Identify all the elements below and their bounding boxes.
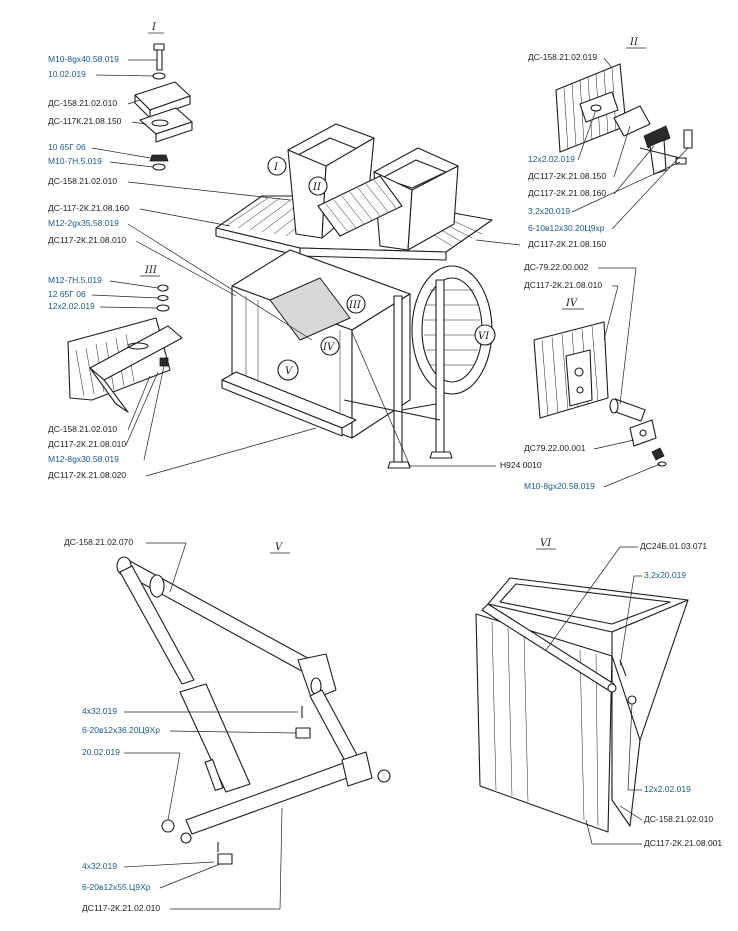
callout-III: III xyxy=(346,294,366,314)
view-V-title: V xyxy=(275,542,284,553)
label-guard-160: ДС-117-2К.21.08.160 xyxy=(48,203,129,213)
view-III-title: III xyxy=(144,265,158,276)
label-box-010-iii: ДС117-2К.21.08.010 xyxy=(48,439,126,449)
label-part-158-070: ДС-158.21.02.070 xyxy=(64,537,133,547)
label-bracket-158: ДС-158.21.02.010 xyxy=(48,98,117,108)
svg-text:VI: VI xyxy=(478,331,490,342)
view-VI-detail: VI ДС24Б.01.03.071 3,2х20.019 12х2.02.01… xyxy=(475,538,722,848)
label-part-79-001: ДС79.22.00.001 xyxy=(524,443,586,453)
label-plate-158-019: ДС-158.21.02.019 xyxy=(528,52,597,62)
label-part-08-001: ДС117-2К.21.08.001 xyxy=(644,838,722,848)
label-bolt-m12x30: М12-8gх30.58.019 xyxy=(48,454,119,464)
label-part-24b: ДС24Б.01.03.071 xyxy=(640,541,707,551)
callout-VI: VI xyxy=(474,324,496,346)
label-washer-10: 10.02.019 xyxy=(48,69,86,79)
label-cotter-3-2x20: 3,2х20.019 xyxy=(528,206,570,216)
view-II-detail: II ДС-158.21.02.019 12х2.02.019 ДС117-2К… xyxy=(475,37,693,249)
label-n924: Н924 0010 xyxy=(500,460,542,470)
svg-text:III: III xyxy=(348,300,362,311)
view-I-detail: I М10-8gx40.58.019 10.02.019 ДС-158.21.0… xyxy=(48,22,193,171)
view-VI-title: VI xyxy=(540,538,552,549)
label-washer-20: 20.02.019 xyxy=(82,747,120,757)
label-pin-6-20x36: 6-20в12х36.20Ц9Хр xyxy=(82,725,160,735)
paddle xyxy=(179,683,251,793)
label-bolt-m10x40: М10-8gx40.58.019 xyxy=(48,54,119,64)
label-part-160: ДС117-2К.21.08.160 xyxy=(528,188,606,198)
callout-V: V xyxy=(277,359,299,381)
callout-IV: IV xyxy=(320,336,340,356)
svg-text:II: II xyxy=(312,182,322,193)
label-main-frame: ДС-158.21.02.010 xyxy=(48,176,117,186)
view-IV-title: IV xyxy=(565,298,579,309)
label-spring-washer-12: 12 65Г 06 xyxy=(48,289,86,299)
view-II-title: II xyxy=(629,37,639,48)
view-I-title: I xyxy=(151,22,157,33)
callout-II: II xyxy=(308,176,328,196)
label-spring-washer-10: 10 65Г 06 xyxy=(48,142,86,152)
label-pin-6-20x55: 6-20в12х55.Ц9Хр xyxy=(82,882,151,892)
label-washer-12x2-ii: 12х2.02.019 xyxy=(528,154,575,164)
label-cotter-4x32-a: 4х32.019 xyxy=(82,706,117,716)
label-frame-158-vi: ДС-158.21.02.010 xyxy=(644,814,713,824)
label-cotter-4x32-b: 4х32.019 xyxy=(82,861,117,871)
label-part-150: ДС117-2К.21.08.150 xyxy=(528,171,606,181)
label-nut-m12: М12-7Н.5.019 xyxy=(48,275,102,285)
label-bolt-6-10: 6-10в12х30.20Ц9хр xyxy=(528,223,605,233)
callout-I: I xyxy=(267,156,287,176)
label-frame-158-iii: ДС-158.21.02.010 xyxy=(48,424,117,434)
main-assembly: I II III IV V VI ДС-158.21.02.010 ДС-117… xyxy=(48,123,496,469)
svg-text:I: I xyxy=(273,162,279,173)
label-nut-m10: М10-7Н.5.019 xyxy=(48,156,102,166)
label-bolt-m10x20: М10-8gх20.58.019 xyxy=(524,481,595,491)
label-part-020: ДС117-2К.21.08.020 xyxy=(48,470,126,480)
label-washer-12x2: 12х2.02.019 xyxy=(48,301,95,311)
svg-text:IV: IV xyxy=(322,342,336,353)
view-IV-detail: IV ДС-79.22.00.002 ДС117-2К.21.08.010 ДС… xyxy=(351,262,667,491)
label-part-150-b: ДС117-2К.21.08.150 xyxy=(528,239,606,249)
label-part-79-002: ДС-79.22.00.002 xyxy=(524,262,589,272)
view-V-detail: V ДС-158.21.02.070 4х32.019 6-20 xyxy=(64,537,391,913)
svg-text:V: V xyxy=(285,366,294,377)
label-part-02-010: ДС117-2К.21.02.010 xyxy=(82,903,160,913)
label-washer-12x2-vi: 12х2.02.019 xyxy=(644,784,691,794)
label-box-010-iv: ДС117-2К.21.08.010 xyxy=(524,280,602,290)
label-plate-117k: ДС-117К.21.08.150 xyxy=(48,116,122,126)
label-bolt-m12x35: М12-2gх35.58.019 xyxy=(48,218,119,228)
label-box-010: ДС117-2К.21.08.010 xyxy=(48,235,126,245)
label-cotter-3-2x20-vi: 3,2х20.019 xyxy=(644,570,686,580)
view-III-detail: III М12-7Н.5.019 12 65Г 06 12х2.02.019 Д… xyxy=(48,265,317,480)
